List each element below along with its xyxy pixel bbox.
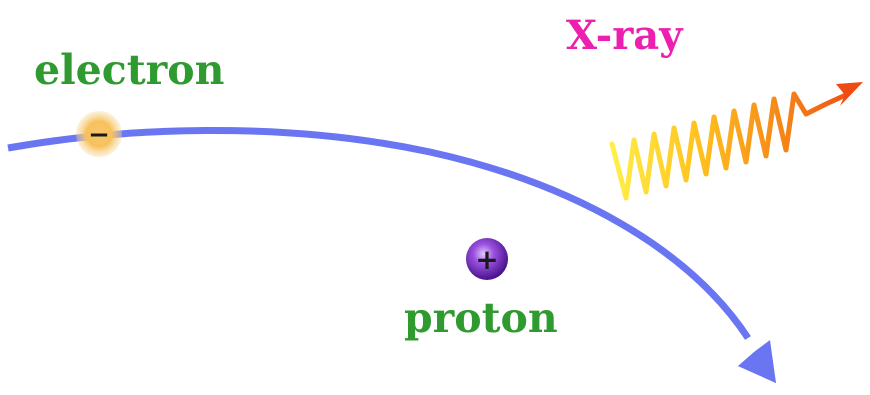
electron-particle-icon: −: [76, 111, 122, 157]
proton-particle-icon: +: [466, 238, 508, 280]
trajectory-arrowhead-fill: [738, 343, 776, 383]
proton-charge-symbol: +: [475, 243, 498, 276]
proton-label: proton: [404, 294, 558, 342]
xray-wave-zigzag: [609, 91, 851, 201]
xray-label: X-ray: [566, 12, 683, 59]
xray-arrowhead-icon: [836, 82, 863, 106]
trajectory-curve: [7, 126, 751, 340]
trajectory-arrow: [7, 126, 776, 383]
electron-charge-symbol: −: [88, 120, 110, 150]
xray-wave-icon: [609, 82, 863, 201]
electron-label: electron: [34, 46, 225, 94]
